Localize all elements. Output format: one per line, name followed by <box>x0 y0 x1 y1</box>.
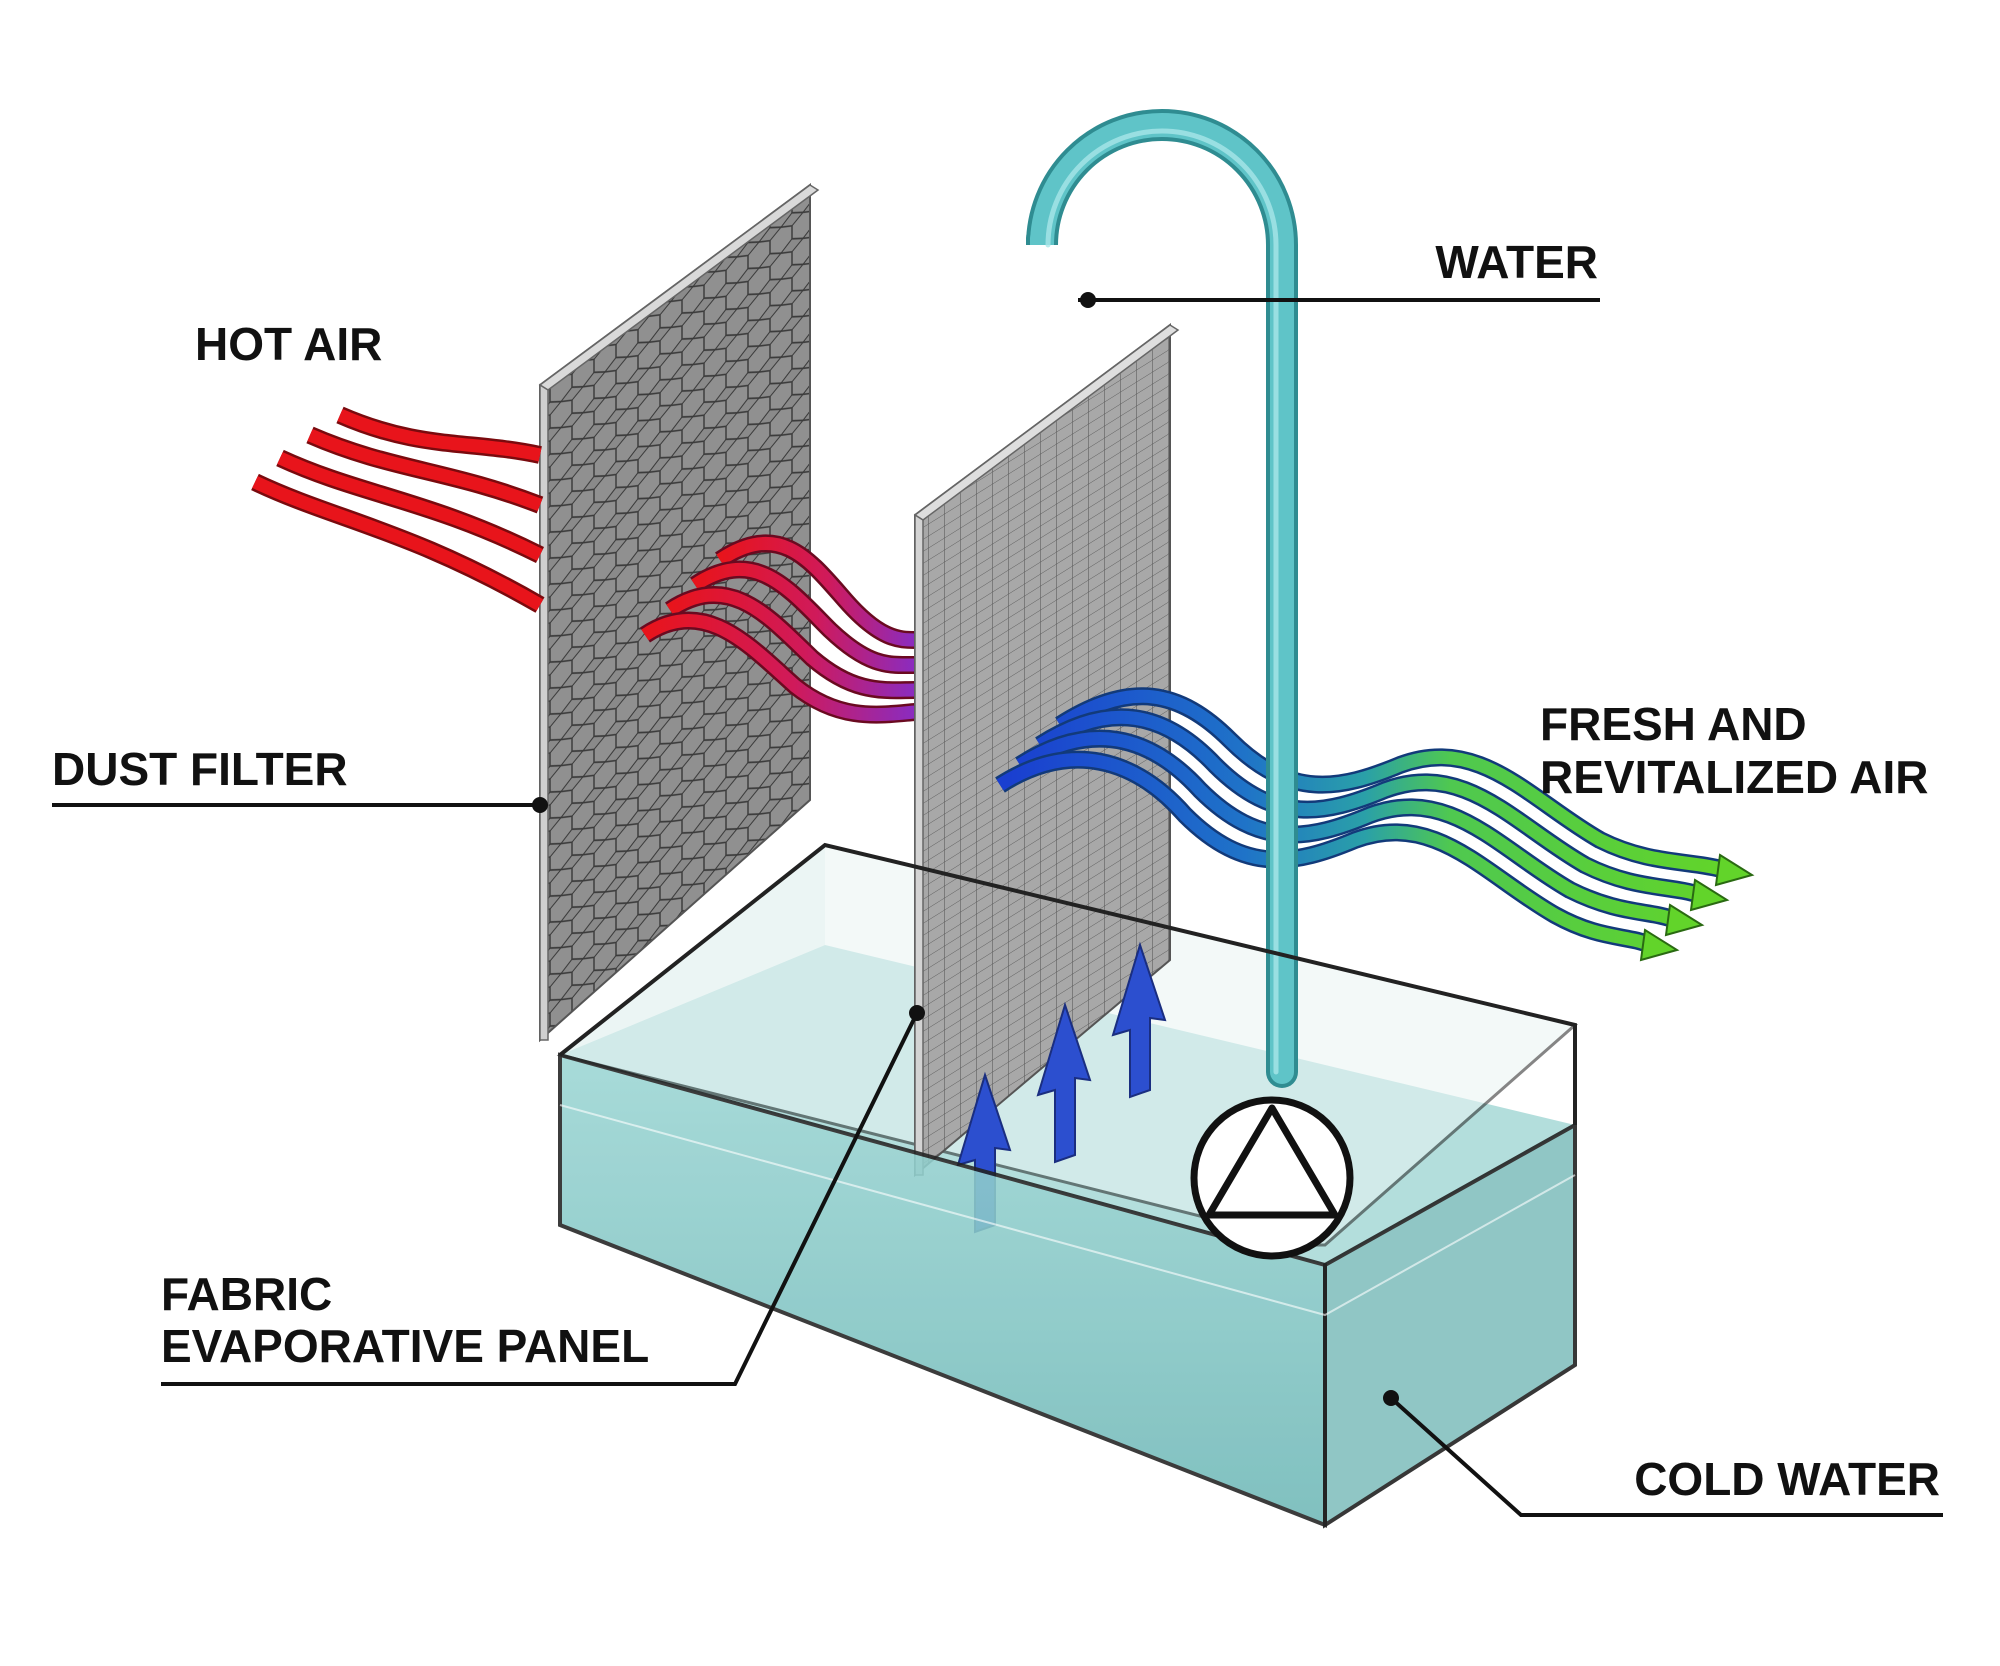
hot-air-stream <box>252 476 544 611</box>
cold-water-leader-line <box>1389 1396 1943 1517</box>
fresh-air-stream <box>1016 732 1678 927</box>
fresh-air-stream <box>996 753 1653 952</box>
tank-right-face <box>1323 1121 1577 1529</box>
fresh-air-arrowhead <box>1689 878 1730 912</box>
fresh-air-arrowhead <box>1639 928 1680 962</box>
fabric-panel-leader-dot <box>909 1005 925 1021</box>
fresh-air-arrowhead <box>1664 903 1705 937</box>
tank-rim <box>558 842 1577 1125</box>
water-leader-dot <box>1080 292 1096 308</box>
fabric-label-line2: EVAPORATIVE PANEL <box>161 1320 649 1372</box>
dust-filter-label: DUST FILTER <box>52 743 348 795</box>
fresh-air-stream <box>1056 689 1727 877</box>
labels: HOT AIR WATER DUST FILTER FRESH AND REVI… <box>52 236 1940 1505</box>
water-label: WATER <box>1435 236 1598 288</box>
mixed-air-stream <box>666 588 916 697</box>
mixed-air-stream <box>641 613 916 722</box>
mixed-air-stream <box>716 536 916 647</box>
water-tank-front <box>558 842 1577 1529</box>
fresh-air-streams <box>995 687 1728 954</box>
fabric-label-line1: FABRIC <box>161 1268 332 1320</box>
leader-lines <box>52 298 1943 1517</box>
hot-air-stream <box>277 452 543 561</box>
fresh-air-stream <box>1036 710 1703 902</box>
fresh-air-label-line2: REVITALIZED AIR <box>1540 751 1928 803</box>
tank-water-line <box>559 1104 1576 1317</box>
water-pipe <box>1026 109 1298 1088</box>
hot-air-streams <box>251 406 545 613</box>
hot-air-stream <box>307 429 543 512</box>
transition-air-streams <box>640 534 916 724</box>
hot-air-stream <box>337 409 542 462</box>
cold-water-label: COLD WATER <box>1634 1453 1940 1505</box>
dust-filter-leader-dot <box>532 797 548 813</box>
hot-air-label: HOT AIR <box>195 318 382 370</box>
cold-water-leader-dot <box>1383 1390 1399 1406</box>
fresh-air-label-line1: FRESH AND <box>1540 698 1807 750</box>
fresh-air-arrowhead <box>1714 853 1755 887</box>
fabric-panel-leader-line <box>161 1012 919 1386</box>
mixed-air-stream <box>691 562 916 672</box>
pump-symbol-icon <box>1190 1096 1354 1260</box>
leader-dots <box>532 292 1399 1406</box>
arrow-up-icon <box>1111 941 1167 1099</box>
arrow-up-icon <box>1036 1001 1092 1164</box>
fresh-air-arrowheads <box>1639 853 1755 962</box>
